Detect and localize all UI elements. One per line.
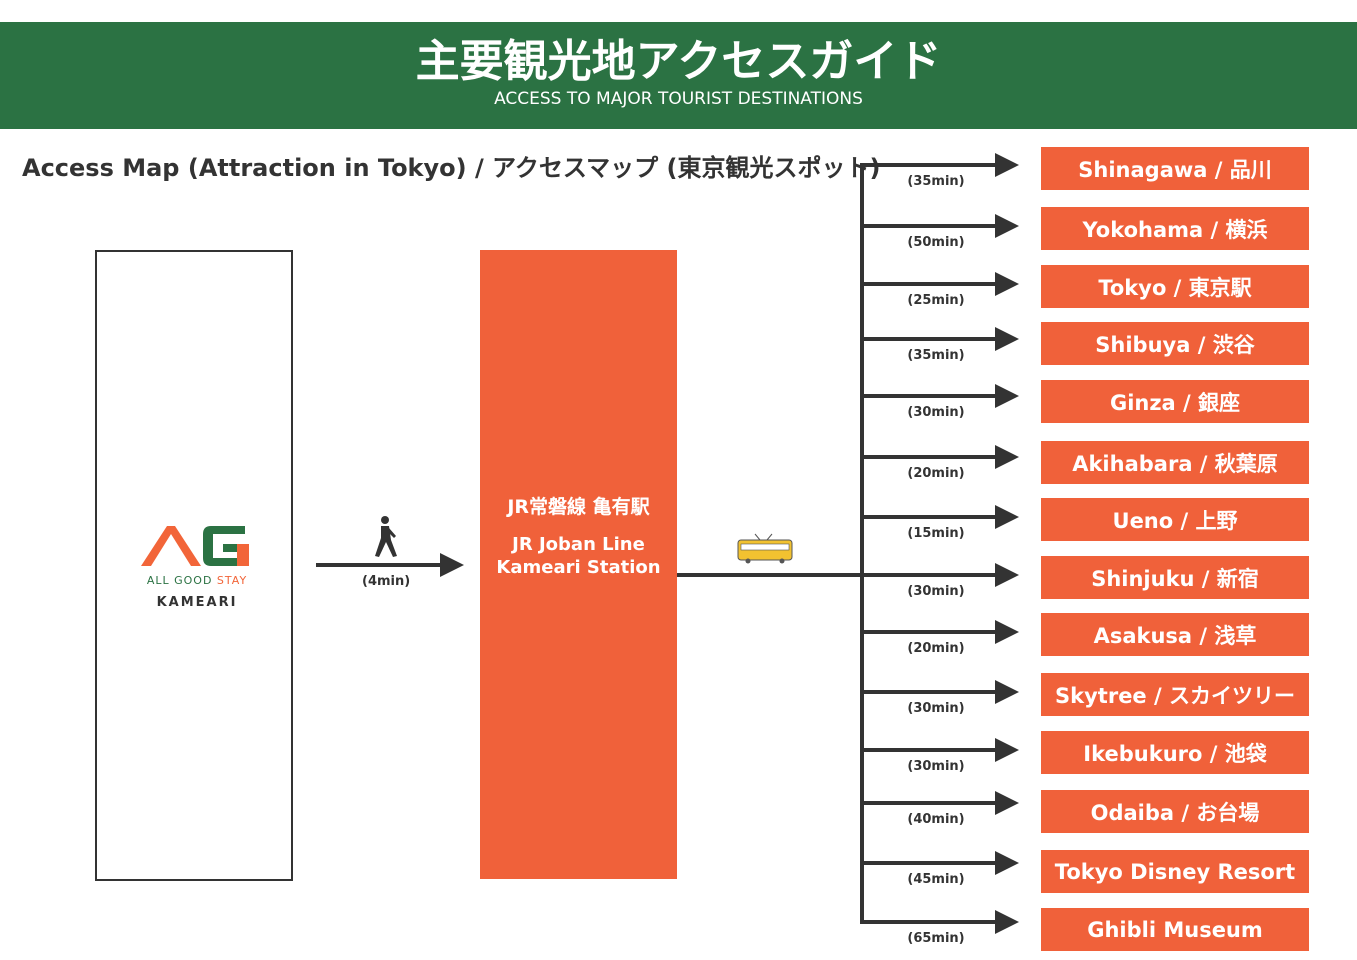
destination-box: Shinjuku / 新宿 — [1041, 556, 1309, 599]
travel-time: (20min) — [907, 641, 965, 656]
destination-box: Tokyo Disney Resort — [1041, 850, 1309, 893]
hotel-box: ALL GOOD STAY KAMEARI — [95, 250, 293, 881]
travel-time: (45min) — [907, 872, 965, 887]
destination-box: Odaiba / お台場 — [1041, 790, 1309, 833]
destination-box: Ikebukuro / 池袋 — [1041, 731, 1309, 774]
destination-box: Ginza / 銀座 — [1041, 380, 1309, 423]
destination-box: Akihabara / 秋葉原 — [1041, 441, 1309, 484]
destination-box: Yokohama / 横浜 — [1041, 207, 1309, 250]
destination-box: Asakusa / 浅草 — [1041, 613, 1309, 656]
walking-person-icon — [375, 516, 397, 557]
destination-box: Ueno / 上野 — [1041, 498, 1309, 541]
travel-time: (30min) — [907, 584, 965, 599]
header-banner: 主要観光地アクセスガイド ACCESS TO MAJOR TOURIST DES… — [0, 22, 1357, 129]
page-title: 主要観光地アクセスガイド — [415, 36, 942, 87]
destination-box: Tokyo / 東京駅 — [1041, 265, 1309, 308]
destination-box: Skytree / スカイツリー — [1041, 673, 1309, 716]
travel-time: (20min) — [907, 466, 965, 481]
travel-time: (15min) — [907, 526, 965, 541]
station-line-en: JR Joban Line — [512, 534, 645, 555]
ag-logo-icon — [141, 526, 249, 566]
destination-box: Ghibli Museum — [1041, 908, 1309, 951]
station-name-en: Kameari Station — [496, 557, 661, 578]
station-name-jp: JR常磐線 亀有駅 — [507, 496, 650, 518]
map-title: Access Map (Attraction in Tokyo) / アクセスマ… — [22, 154, 881, 182]
brand-name-suffix: STAY — [216, 574, 248, 587]
walk-time: (4min) — [362, 574, 411, 589]
page-subtitle: ACCESS TO MAJOR TOURIST DESTINATIONS — [494, 89, 863, 109]
brand-name: ALL GOOD — [146, 574, 217, 587]
travel-time: (35min) — [907, 348, 965, 363]
travel-time: (65min) — [907, 931, 965, 946]
travel-time: (30min) — [907, 405, 965, 420]
hotel-logo: ALL GOOD STAY KAMEARI — [137, 520, 257, 610]
hotel-location: KAMEARI — [156, 595, 238, 610]
travel-time: (35min) — [907, 174, 965, 189]
travel-time: (40min) — [907, 812, 965, 827]
travel-time: (30min) — [907, 701, 965, 716]
travel-time: (50min) — [907, 235, 965, 250]
train-icon — [737, 533, 793, 564]
travel-time: (25min) — [907, 293, 965, 308]
destination-box: Shibuya / 渋谷 — [1041, 322, 1309, 365]
travel-time: (30min) — [907, 759, 965, 774]
destination-box: Shinagawa / 品川 — [1041, 147, 1309, 190]
